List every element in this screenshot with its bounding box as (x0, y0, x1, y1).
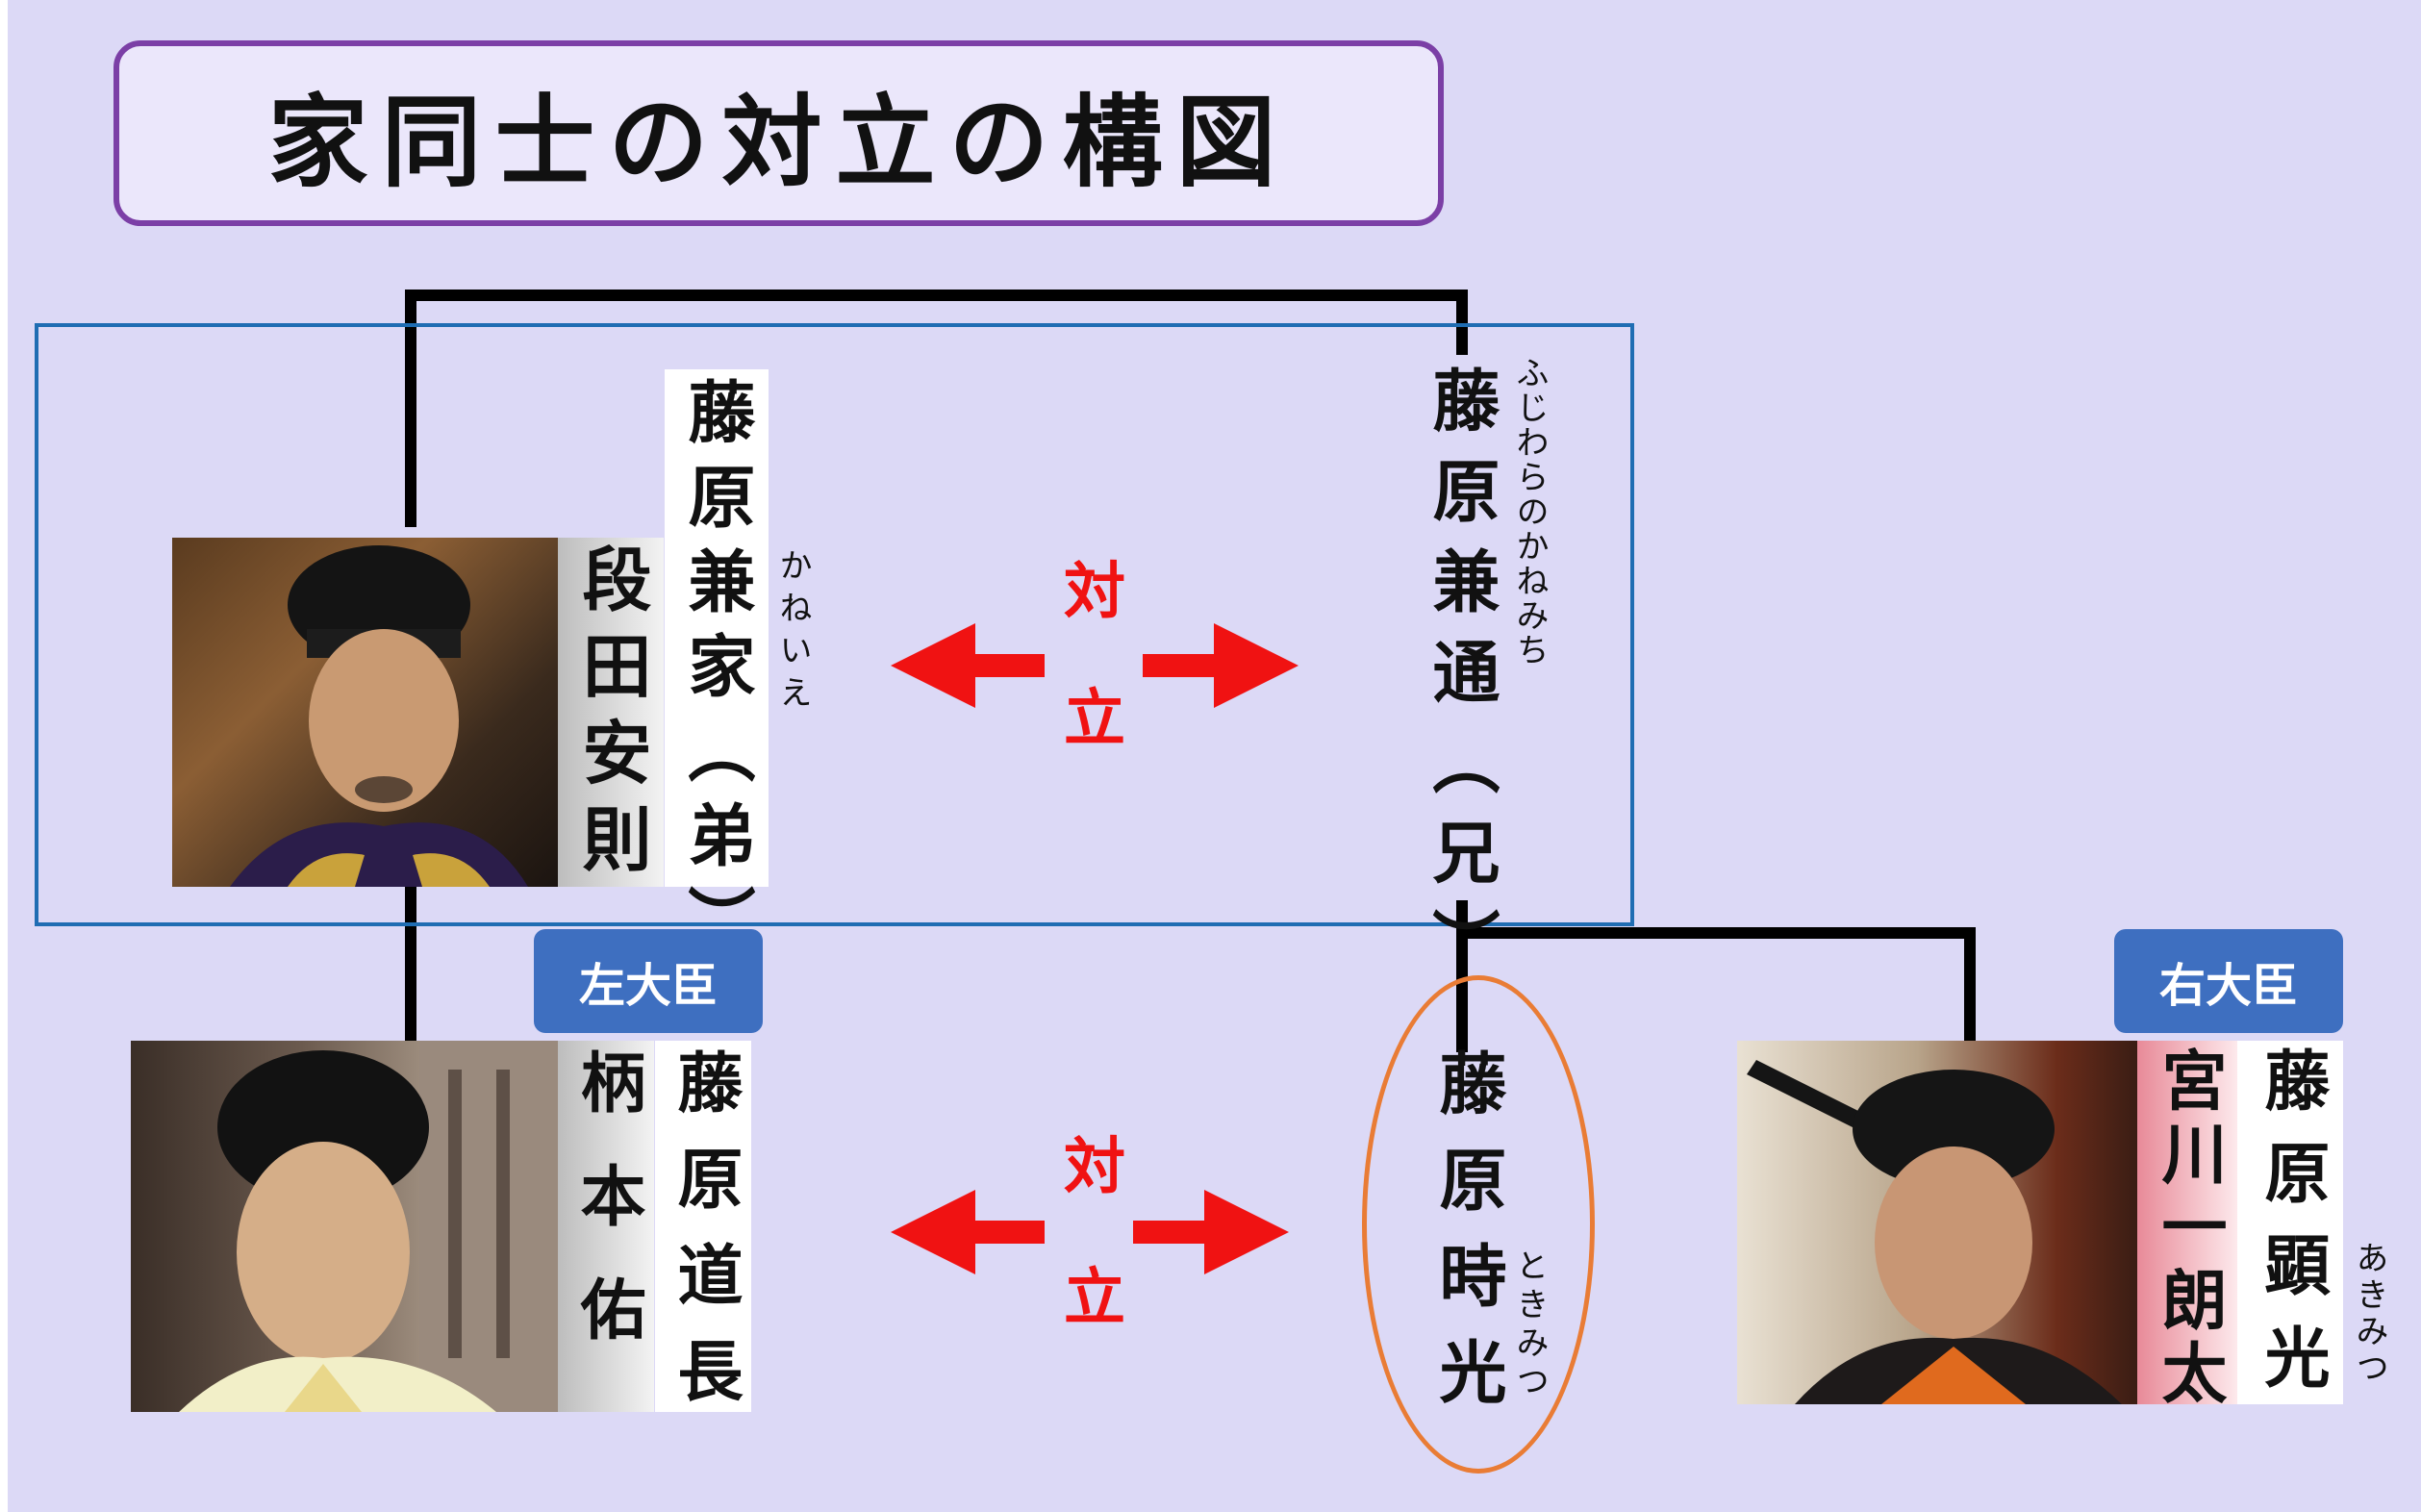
akimitsu-portrait (1737, 1041, 2137, 1404)
connector-akimitsu-up (1964, 927, 1976, 1045)
akimitsu-ruby: あきみつ (2350, 1241, 2388, 1387)
michinaga-name-box: 藤原道長 (655, 1041, 751, 1433)
akimitsu-position-badge: 右大臣 (2114, 929, 2343, 1033)
title-box: 家同士の対立の構図 (113, 40, 1444, 226)
kaneie-actor-name: 段田安則 (570, 543, 651, 890)
akimitsu-actor-box: 宮川一朗太 (2137, 1041, 2237, 1412)
connector-kaneie-up (405, 290, 416, 527)
kaneie-actor-box: 段田安則 (558, 538, 664, 890)
michinaga-silhouette-icon (179, 1041, 558, 1412)
kaneie-ruby: かねいえ (773, 548, 812, 718)
connector-top-horizontal (405, 290, 1468, 301)
michinaga-actor-name: 柄本佑 (568, 1048, 644, 1389)
conflict-bottom-char-2: 立 (1064, 1263, 1125, 1334)
kanemichi-ruby: ふじわらのかねみち (1510, 356, 1549, 668)
connector-branch-horizontal (1456, 927, 1976, 939)
akimitsu-actor-name: 宮川一朗太 (2150, 1046, 2226, 1412)
connector-kanemichi-up (1456, 290, 1468, 355)
tokimitsu-ruby: ときみつ (1510, 1248, 1549, 1402)
akimitsu-silhouette-icon (1747, 1060, 2122, 1404)
michinaga-actor-box: 柄本佑 (558, 1041, 654, 1412)
kaneie-portrait (172, 538, 558, 887)
conflict-top-char-2: 立 (1064, 684, 1125, 755)
diagram-canvas: 家同士の対立の構図 段田安則 藤原兼家（弟） かねいえ 藤原兼通（兄） ふじわら… (8, 0, 2421, 1512)
conflict-arrow-right-top-icon (1143, 623, 1299, 708)
tokimitsu-highlight-ring (1362, 975, 1595, 1474)
family-group-box (35, 323, 1634, 926)
diagram-title: 家同士の対立の構図 (267, 83, 1290, 201)
conflict-bottom-char-1: 対 (1064, 1132, 1125, 1203)
conflict-top-char-1: 対 (1064, 557, 1125, 628)
tokimitsu-name: 藤原時光 (1428, 1048, 1507, 1433)
akimitsu-name-box: 藤原顕光 (2237, 1041, 2343, 1416)
kaneie-name-box: 藤原兼家（弟） (665, 369, 769, 970)
conflict-arrow-left-top-icon (891, 623, 1045, 708)
kaneie-silhouette-icon (230, 545, 528, 887)
kanemichi-name: 藤原兼通（兄） (1422, 365, 1501, 998)
michinaga-portrait (131, 1041, 558, 1412)
connector-kaneie-michinaga (405, 887, 416, 1066)
akimitsu-name: 藤原顕光 (2253, 1046, 2329, 1416)
michinaga-name: 藤原道長 (666, 1048, 742, 1433)
michinaga-position-badge: 左大臣 (534, 929, 763, 1033)
conflict-arrow-right-bottom-icon (1133, 1190, 1289, 1274)
conflict-arrow-left-bottom-icon (891, 1190, 1045, 1274)
kaneie-name: 藤原兼家（弟） (677, 377, 756, 970)
